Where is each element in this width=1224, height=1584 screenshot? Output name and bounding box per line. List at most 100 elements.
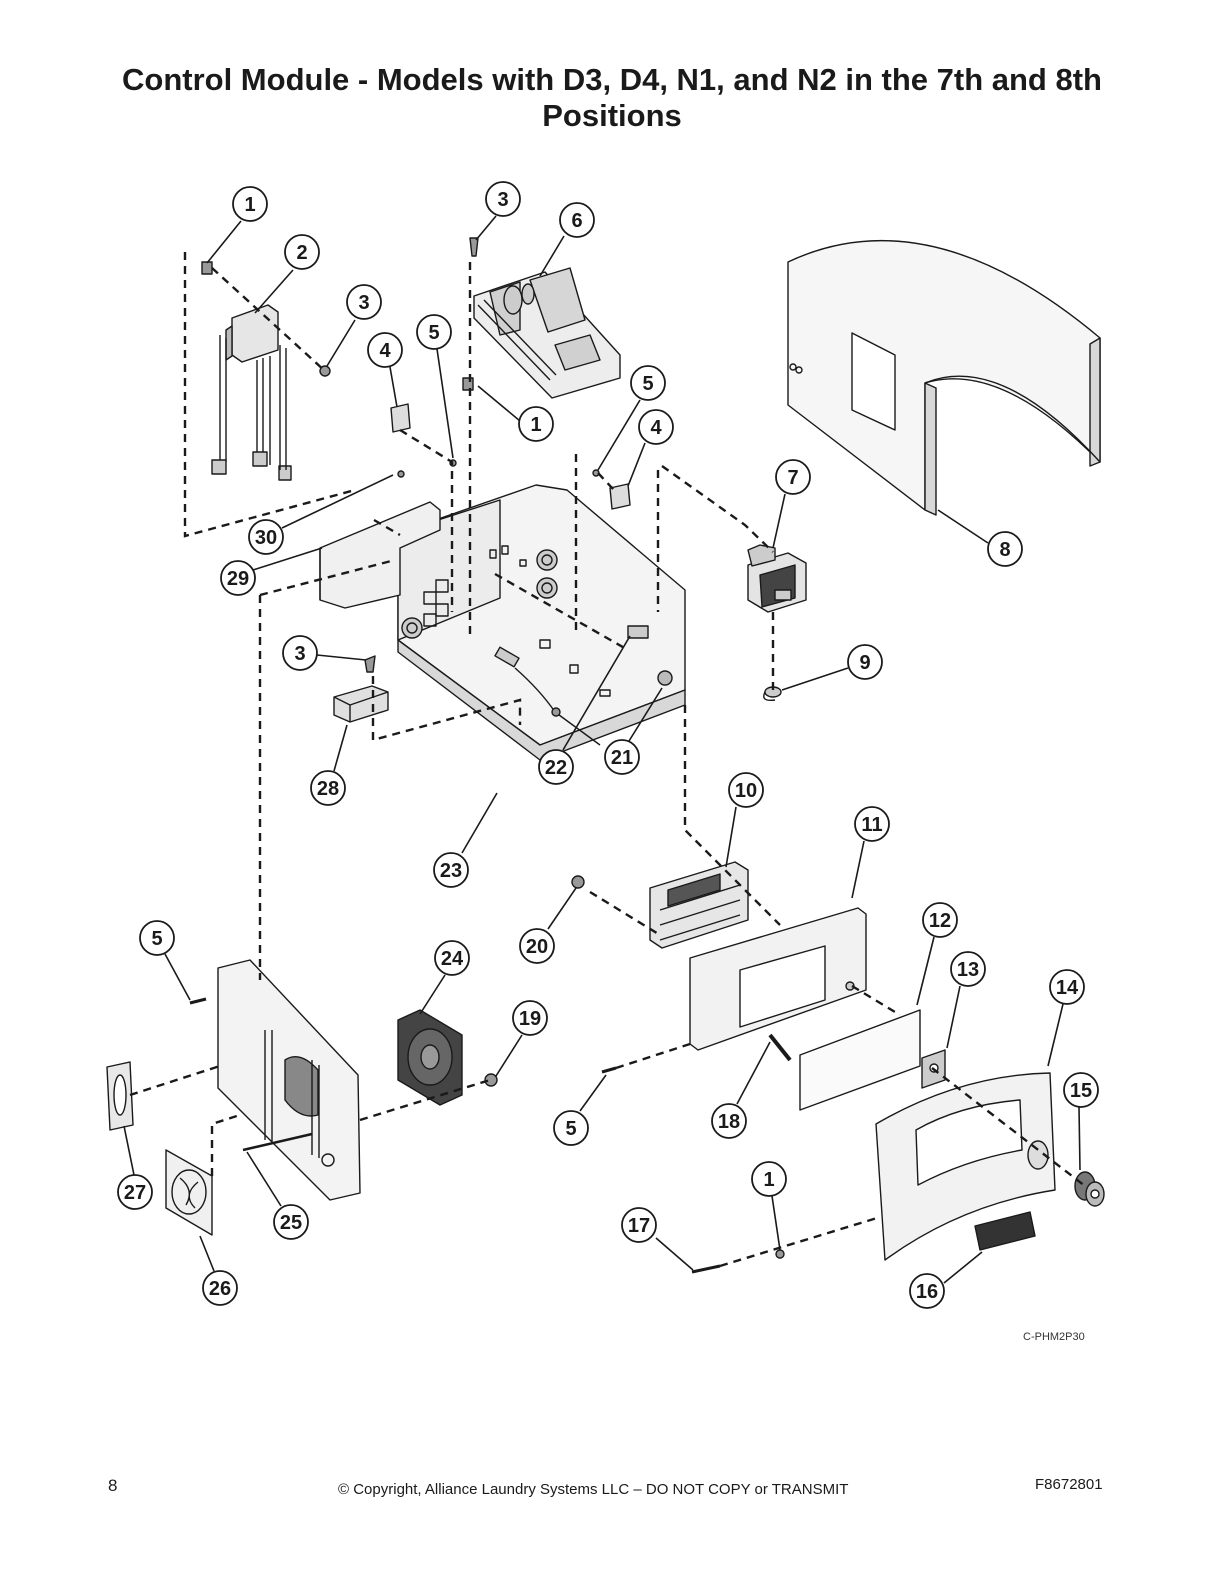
callout-circle — [751, 1161, 787, 1197]
callout-circle — [282, 635, 318, 671]
logo-badge — [974, 1211, 1036, 1251]
callout-5: 5 — [630, 365, 666, 401]
callout-2: 2 — [284, 234, 320, 270]
callout-4: 4 — [638, 409, 674, 445]
callout-circle — [519, 928, 555, 964]
callout-label: 26 — [209, 1278, 231, 1300]
callout-label: 12 — [929, 910, 951, 932]
callout-circle — [559, 202, 595, 238]
callout-3: 3 — [485, 181, 521, 217]
display-board — [649, 861, 749, 949]
document-number: F8672801 — [1035, 1476, 1103, 1493]
callout-10: 10 — [728, 772, 764, 808]
callout-11: 11 — [854, 806, 890, 842]
page-title: Control Module - Models with D3, D4, N1,… — [0, 62, 1224, 134]
callout-6: 6 — [559, 202, 595, 238]
callout-circle — [538, 749, 574, 785]
keypad-overlay — [799, 1009, 921, 1111]
callout-4: 4 — [367, 332, 403, 368]
callout-circle — [847, 644, 883, 680]
callout-circle — [638, 409, 674, 445]
callout-23: 23 — [433, 852, 469, 888]
leader-lines — [123, 215, 1081, 1284]
callout-label: 11 — [861, 814, 882, 836]
callout-24: 24 — [434, 940, 470, 976]
copyright-notice: © Copyright, Alliance Laundry Systems LL… — [338, 1481, 849, 1498]
callout-circle — [416, 314, 452, 350]
callout-circle — [220, 560, 256, 596]
callout-circle — [310, 770, 346, 806]
callout-label: 2 — [296, 242, 307, 264]
callout-label: 4 — [650, 417, 662, 439]
callout-12: 12 — [922, 902, 958, 938]
keypad-cable — [494, 646, 601, 746]
callout-22: 22 — [538, 749, 574, 785]
callout-circle — [604, 739, 640, 775]
callout-label: 9 — [859, 652, 870, 674]
top-cover — [787, 239, 1101, 516]
callout-1: 1 — [751, 1161, 787, 1197]
callout-circle — [117, 1174, 153, 1210]
callout-circle — [553, 1110, 589, 1146]
callout-circle — [512, 1000, 548, 1036]
callout-circle — [433, 852, 469, 888]
callout-14: 14 — [1049, 969, 1085, 1005]
callout-label: 3 — [294, 643, 305, 665]
callout-label: 3 — [358, 292, 369, 314]
callout-label: 19 — [519, 1008, 541, 1030]
callout-21: 21 — [604, 739, 640, 775]
callout-5: 5 — [553, 1110, 589, 1146]
callout-8: 8 — [987, 531, 1023, 567]
callout-label: 5 — [428, 322, 439, 344]
callout-label: 24 — [441, 948, 464, 970]
callout-label: 18 — [718, 1111, 740, 1133]
filter-gasket — [106, 1061, 134, 1131]
callout-3: 3 — [282, 635, 318, 671]
callout-1: 1 — [232, 186, 268, 222]
callout-label: 3 — [497, 189, 508, 211]
fan-guard — [165, 1149, 213, 1236]
callout-circle — [775, 459, 811, 495]
push-button — [1074, 1171, 1105, 1207]
callout-29: 29 — [220, 560, 256, 596]
callout-5: 5 — [139, 920, 175, 956]
callout-circle — [950, 951, 986, 987]
callout-label: 29 — [227, 568, 249, 590]
callout-circle — [232, 186, 268, 222]
callout-label: 6 — [571, 210, 582, 232]
callout-circle — [518, 406, 554, 442]
callout-label: 5 — [642, 373, 653, 395]
callout-label: 14 — [1056, 977, 1079, 999]
callout-label: 27 — [124, 1182, 146, 1204]
callout-circle — [621, 1207, 657, 1243]
callout-circle — [367, 332, 403, 368]
callout-circle — [1063, 1072, 1099, 1108]
callout-1: 1 — [518, 406, 554, 442]
callout-label: 7 — [787, 467, 798, 489]
filter-module — [333, 685, 389, 723]
figure-code: C-PHM2P30 — [1023, 1331, 1085, 1343]
callout-circle — [909, 1273, 945, 1309]
callout-30: 30 — [248, 519, 284, 555]
callout-label: 16 — [916, 1281, 938, 1303]
front-panel — [875, 1072, 1056, 1261]
callout-label: 1 — [244, 194, 255, 216]
callout-label: 4 — [379, 340, 391, 362]
callout-13: 13 — [950, 951, 986, 987]
callout-circle — [139, 920, 175, 956]
callout-circle — [711, 1103, 747, 1139]
callout-circle — [273, 1204, 309, 1240]
hardware-fasteners — [189, 237, 792, 1274]
page-title-line-2: Positions — [542, 98, 682, 133]
callout-label: 1 — [530, 414, 541, 436]
rear-panel — [217, 959, 361, 1201]
callout-3: 3 — [346, 284, 382, 320]
callout-label: 22 — [545, 757, 567, 779]
callout-label: 28 — [317, 778, 339, 800]
callout-7: 7 — [775, 459, 811, 495]
wire-harness — [763, 686, 782, 702]
callout-27: 27 — [117, 1174, 153, 1210]
callout-label: 25 — [280, 1212, 302, 1234]
callout-circle — [485, 181, 521, 217]
callout-label: 23 — [440, 860, 462, 882]
